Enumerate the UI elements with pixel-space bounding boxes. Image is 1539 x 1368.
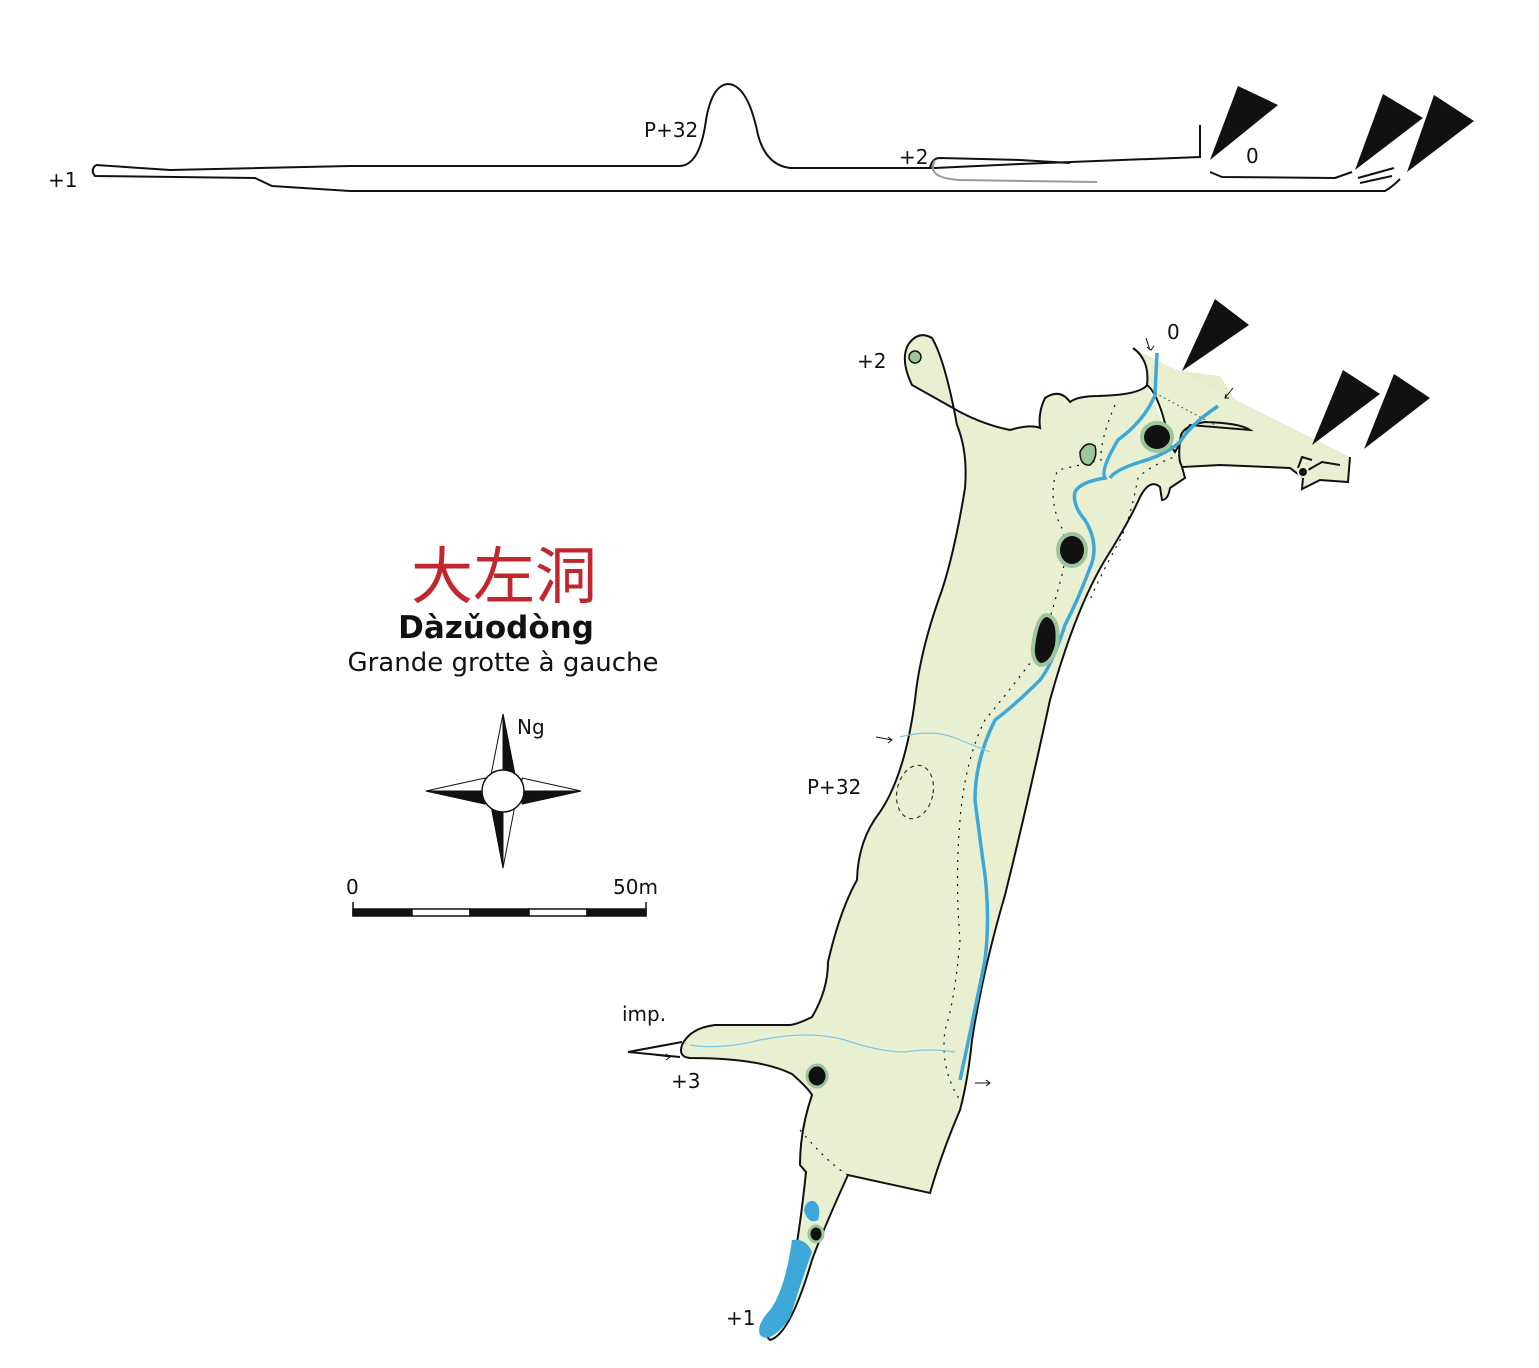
profile-upper-passage <box>929 156 1071 169</box>
entrance-triangle-plan-3 <box>1364 374 1430 449</box>
cave-profile <box>91 82 1401 192</box>
pit-south-end <box>807 1224 825 1244</box>
plan-label-side-branch: +3 <box>671 1069 700 1093</box>
profile-label-entrance: 0 <box>1246 144 1259 168</box>
profile-label-shaft: P+32 <box>644 118 698 142</box>
airflow-icon <box>975 1079 991 1087</box>
airflow-icon <box>1145 337 1155 351</box>
pool-north <box>1079 443 1097 466</box>
shaft-marker-east <box>1297 466 1309 478</box>
stream-trickle-north <box>899 732 991 753</box>
profile-label-upper-branch: +2 <box>899 145 928 169</box>
title-chinese: 大左洞 <box>411 540 597 613</box>
pool-north-lobe <box>908 350 922 364</box>
stream-branch-east <box>1108 404 1219 480</box>
stream-trickle-south <box>689 1034 956 1053</box>
pit-north <box>1056 532 1088 568</box>
water-pool-small <box>804 1200 820 1222</box>
profile-label-left-end: +1 <box>48 168 77 192</box>
scale-bar-end: 50m <box>613 875 658 899</box>
plan-label-impasse: imp. <box>622 1002 666 1026</box>
plan-label-shaft: P+32 <box>807 775 861 799</box>
north-arrow-label: Ng <box>517 715 545 739</box>
airflow-icon <box>1224 387 1234 399</box>
cave-plan-outline <box>680 334 1351 1342</box>
profile-lower-branch <box>931 159 1098 183</box>
compass-rose-icon <box>425 713 582 869</box>
entrance-branch-detail <box>1297 455 1341 471</box>
plan-label-north-lobe: +2 <box>857 349 886 373</box>
entrance-dotline <box>1154 392 1216 426</box>
pit-south <box>805 1063 829 1089</box>
entrance-triangle-plan-2 <box>1312 370 1380 445</box>
depression-ring <box>895 764 935 820</box>
slope-line-west <box>1089 454 1181 601</box>
profile-outline <box>91 82 1401 192</box>
scale-bar-start: 0 <box>346 875 359 899</box>
airflow-icon <box>654 1053 671 1061</box>
pit-entrance <box>1140 421 1174 453</box>
entrance-triangle-profile-1 <box>1210 86 1278 160</box>
cave-plan <box>627 334 1351 1342</box>
title-pinyin: Dàzǔodòng <box>398 610 594 646</box>
title-french: Grande grotte à gauche <box>347 648 658 678</box>
entrance-triangle-profile-3 <box>1407 95 1474 172</box>
pit-central <box>1030 612 1060 668</box>
plan-label-south-end: +1 <box>726 1306 755 1330</box>
impasse-passage <box>627 1041 683 1058</box>
scale-bar <box>352 902 647 917</box>
profile-entrance-passage <box>1209 167 1395 184</box>
entrance-triangle-profile-2 <box>1355 94 1423 170</box>
airflow-icon <box>875 736 893 744</box>
plan-label-entrance: 0 <box>1167 320 1180 344</box>
water-pool-terminal <box>759 1239 812 1338</box>
entrance-triangle-plan-1 <box>1182 299 1249 371</box>
